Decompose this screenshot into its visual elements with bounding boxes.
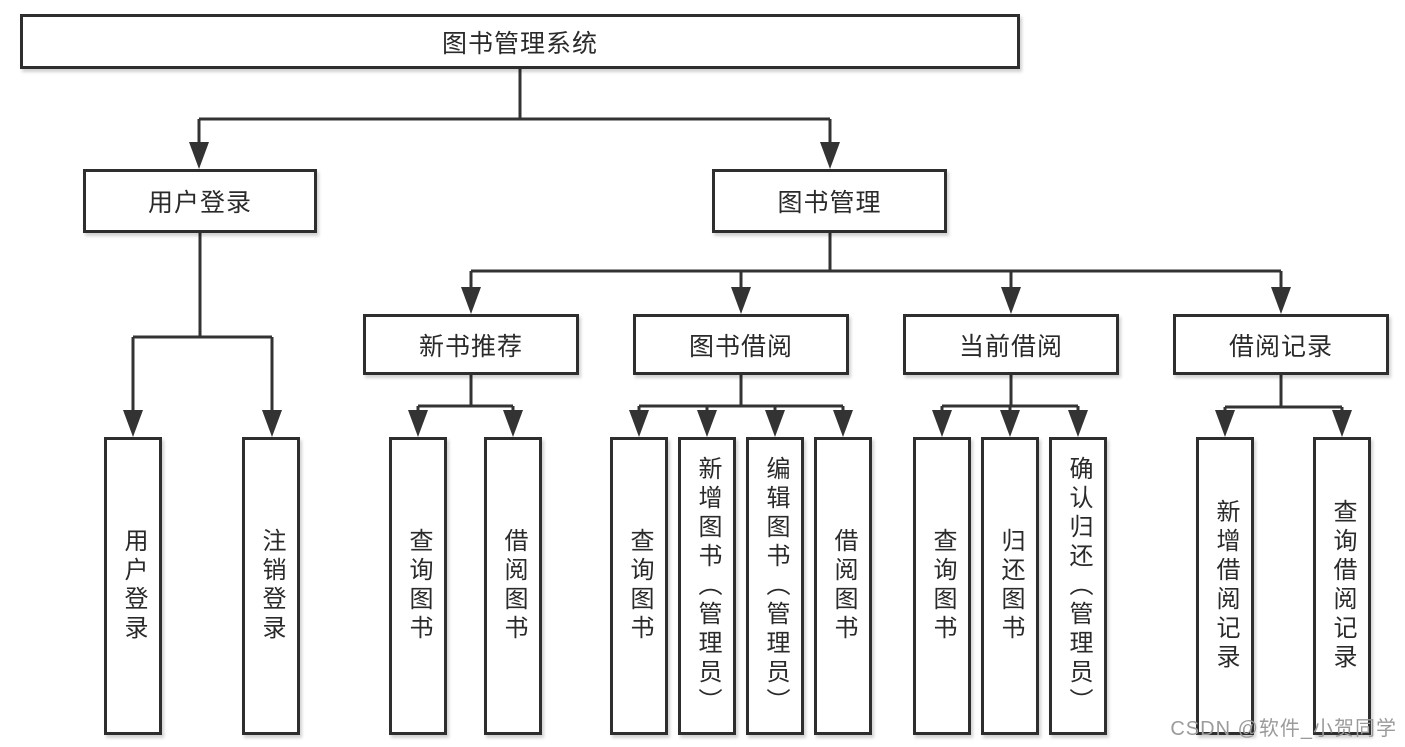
csdn-watermark: CSDN @软件_小贺同学 — [1170, 718, 1397, 740]
leaf-add-book-admin: 新增图书（管理员） — [678, 437, 736, 735]
leaf-query-books-2-label: 查询图书 — [626, 528, 653, 644]
leaf-query-borrow-record-label: 查询借阅记录 — [1329, 499, 1356, 673]
connector-book-mgmt — [469, 233, 1283, 308]
node-borrow-records-label: 借阅记录 — [1228, 332, 1333, 361]
node-book-mgmt: 图书管理 — [712, 169, 947, 233]
node-root-label: 图书管理系统 — [441, 29, 598, 58]
leaf-add-book-admin-label: 新增图书（管理员） — [694, 455, 721, 717]
node-book-borrow: 图书借阅 — [633, 314, 849, 375]
leaf-return-book: 归还图书 — [981, 437, 1039, 735]
connector-root — [197, 69, 832, 163]
connector-user-login — [131, 233, 274, 431]
node-new-book-label: 新书推荐 — [418, 332, 523, 361]
leaf-logout: 注销登录 — [242, 437, 300, 735]
leaf-logout-label: 注销登录 — [258, 528, 285, 644]
leaf-user-login: 用户登录 — [104, 437, 162, 735]
leaf-query-books-1-label: 查询图书 — [405, 528, 432, 644]
arrowheads — [123, 142, 1352, 437]
leaf-add-borrow-record-label: 新增借阅记录 — [1212, 499, 1239, 673]
leaf-confirm-return-admin-label: 确认归还（管理员） — [1065, 455, 1092, 717]
node-user-login: 用户登录 — [83, 169, 317, 233]
leaf-confirm-return-admin: 确认归还（管理员） — [1049, 437, 1107, 735]
leaf-return-book-label: 归还图书 — [997, 528, 1024, 644]
node-user-login-label: 用户登录 — [147, 189, 252, 217]
leaf-query-borrow-record: 查询借阅记录 — [1313, 437, 1371, 735]
leaf-query-books-3: 查询图书 — [913, 437, 971, 735]
leaf-edit-book-admin: 编辑图书（管理员） — [746, 437, 804, 735]
leaf-borrow-books-1: 借阅图书 — [484, 437, 542, 735]
leaf-query-books-2: 查询图书 — [610, 437, 668, 735]
node-root: 图书管理系统 — [20, 14, 1020, 69]
leaf-borrow-books-2-label: 借阅图书 — [830, 528, 857, 644]
connector-new-book — [416, 375, 515, 431]
leaf-user-login-label: 用户登录 — [120, 528, 147, 644]
leaf-edit-book-admin-label: 编辑图书（管理员） — [762, 455, 789, 717]
leaf-query-books-3-label: 查询图书 — [929, 528, 956, 644]
leaf-borrow-books-2: 借阅图书 — [814, 437, 872, 735]
connector-book-borrow — [637, 375, 845, 431]
leaf-add-borrow-record: 新增借阅记录 — [1196, 437, 1254, 735]
node-borrow-records: 借阅记录 — [1173, 314, 1389, 375]
leaf-query-books-1: 查询图书 — [389, 437, 447, 735]
node-current-borrow-label: 当前借阅 — [958, 332, 1063, 361]
node-current-borrow: 当前借阅 — [903, 314, 1119, 375]
node-book-mgmt-label: 图书管理 — [777, 189, 882, 217]
connector-borrow-records — [1223, 375, 1344, 431]
node-book-borrow-label: 图书借阅 — [688, 332, 793, 361]
leaf-borrow-books-1-label: 借阅图书 — [500, 528, 527, 644]
node-new-book: 新书推荐 — [363, 314, 579, 375]
